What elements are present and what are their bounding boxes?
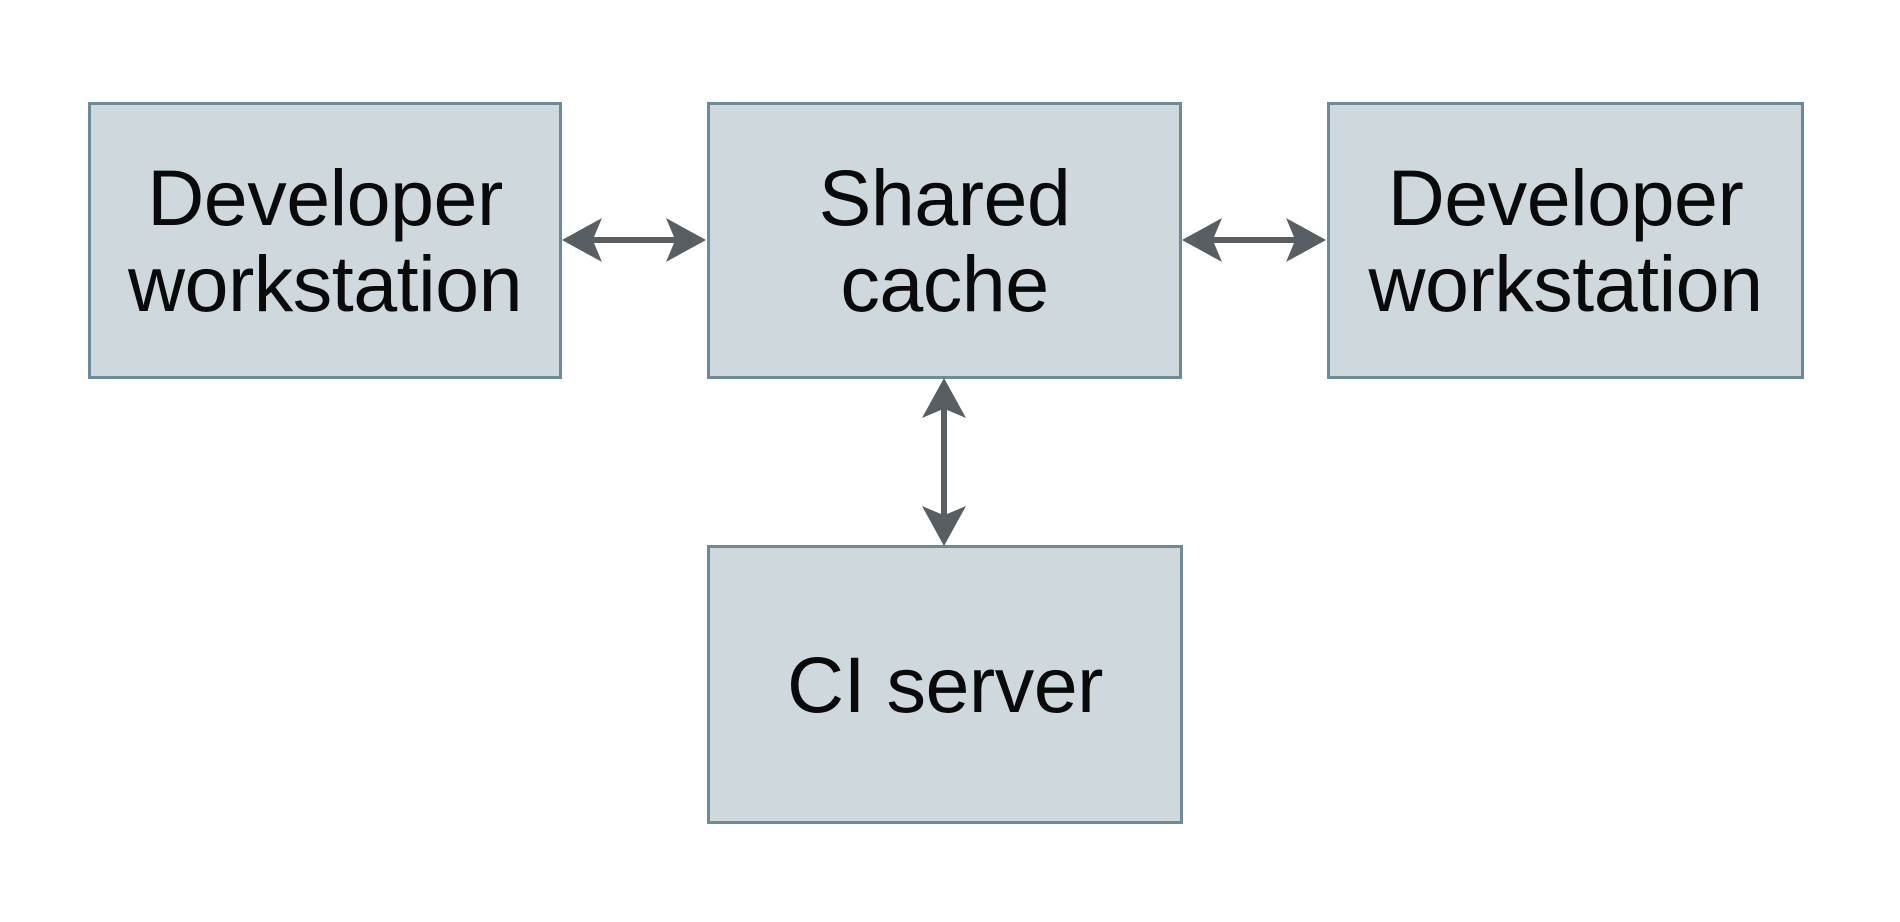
node-developer-workstation-right[interactable]: Developer workstation [1327, 102, 1804, 379]
double-arrow-horizontal-icon [562, 218, 706, 262]
node-label: Developer workstation [1368, 153, 1763, 328]
node-developer-workstation-left[interactable]: Developer workstation [88, 102, 562, 379]
edge-developer-workstation-left-to-shared-cache[interactable] [558, 196, 710, 284]
double-arrow-vertical-icon [922, 378, 966, 546]
edge-shared-cache-to-developer-workstation-right[interactable] [1179, 196, 1330, 284]
node-shared-cache[interactable]: Shared cache [707, 102, 1182, 379]
node-ci-server[interactable]: CI server [707, 545, 1183, 824]
node-label: CI server [787, 639, 1103, 729]
edge-ci-server-to-shared-cache[interactable] [900, 375, 988, 549]
node-label: Developer workstation [127, 153, 523, 328]
node-label: Shared cache [818, 153, 1071, 328]
double-arrow-horizontal-icon [1182, 218, 1326, 262]
